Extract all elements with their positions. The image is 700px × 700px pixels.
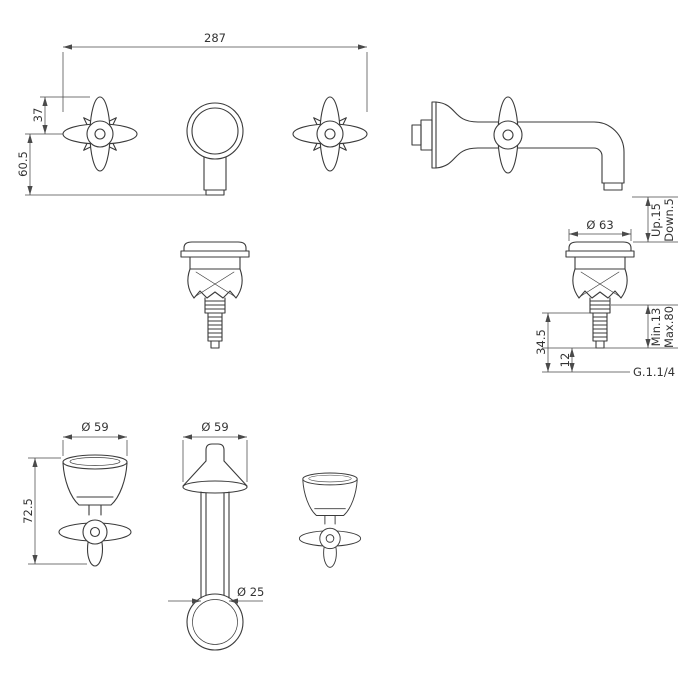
spout-outlet-inner: [192, 599, 238, 645]
waste-side-view: [565, 241, 635, 349]
right-handle-plan: [298, 472, 362, 568]
spout-connector-plan: [205, 443, 225, 462]
spout-front: [203, 156, 227, 196]
dim-waste-height-label: 34.5: [534, 329, 548, 355]
dim-overall-width: 287: [62, 31, 368, 112]
inlet-fitting-small: [411, 124, 422, 146]
dim-spout-base-diameter-label: Ø 59: [201, 420, 228, 434]
right-handle-front: [292, 96, 368, 172]
dim-spout-tube-diameter-label: Ø 25: [237, 585, 264, 599]
dim-overall-width-label: 287: [204, 31, 226, 45]
spout-plan: [182, 443, 248, 651]
dim-popup-up-label: Up.15: [649, 203, 663, 237]
spout-cone-plan: [182, 460, 248, 487]
dim-mount-max-label: Max.80: [662, 306, 676, 348]
dim-popup-down-label: Down.5: [662, 198, 676, 242]
left-handle-front: [62, 96, 138, 172]
dim-handle-offset-label: 37: [31, 108, 45, 123]
spout-outlet-side: [601, 182, 625, 191]
dim-waste-cap-diameter-label: Ø 63: [586, 218, 613, 232]
spout-bend-side: [593, 121, 625, 184]
dim-mount-min-label: Min.13: [649, 308, 663, 347]
dim-handle-height: 72.5: [21, 457, 87, 565]
spout-outlet-outer: [186, 593, 244, 651]
dim-waste-tail-label: 12: [558, 353, 572, 368]
dim-spout-base-diameter: Ø 59: [182, 420, 248, 482]
dim-waste-cap-diameter: Ø 63: [568, 218, 632, 241]
dim-waste-thread-label: G.1.1/4: [633, 365, 675, 379]
dim-waste-heights: 34.5 12 G.1.1/4: [534, 312, 675, 379]
dim-mount-thickness: Min.13 Max.80: [542, 304, 678, 349]
spout-tube-plan: [200, 491, 230, 599]
spout-escutcheon-outer: [186, 102, 244, 160]
dim-spout-drop-label: 60.5: [16, 151, 30, 177]
dim-handle-offset: 37: [25, 96, 90, 135]
spout-escutcheon-inner: [191, 107, 239, 155]
dim-handle-height-label: 72.5: [21, 498, 35, 524]
left-handle-plan: [58, 454, 132, 567]
front-view: [62, 96, 368, 196]
dim-popup-travel: Up.15 Down.5: [632, 196, 678, 243]
dim-spout-drop: 60.5: [16, 134, 206, 196]
side-view: [411, 96, 625, 191]
dim-spout-tube-diameter: Ø 25: [168, 585, 264, 604]
waste-front-view: [180, 241, 250, 349]
handle-side: [493, 96, 523, 174]
dim-handle-diameter: Ø 59: [62, 420, 128, 456]
dim-handle-diameter-label: Ø 59: [81, 420, 108, 434]
spout-base-ellipse: [182, 480, 248, 494]
inlet-fitting-large: [420, 119, 433, 151]
spout-body-side: [477, 121, 595, 149]
wall-escutcheon-bell: [431, 101, 479, 169]
